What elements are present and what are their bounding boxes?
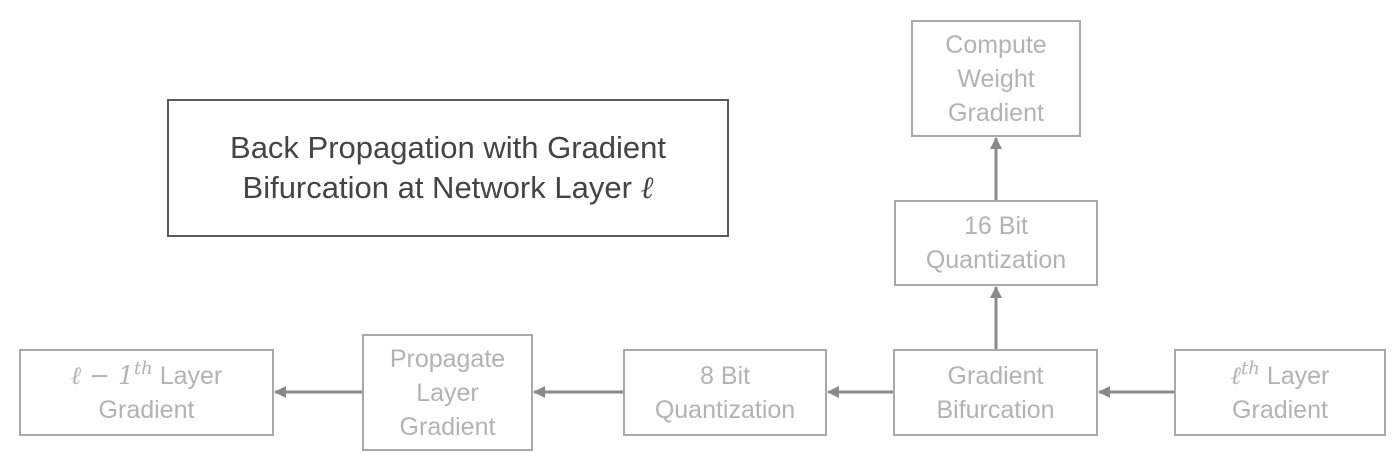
superscript-th: th: [133, 357, 153, 379]
node-label-line: 16 Bit: [964, 212, 1028, 240]
title-line-2-text: Bifurcation at Network Layer: [242, 170, 632, 205]
node-label-line: Gradient: [98, 395, 195, 424]
node-label-line: Compute: [945, 30, 1047, 59]
node-8bit-quantization: 8 Bit Quantization: [623, 349, 827, 436]
node-label-line: Quantization: [654, 395, 796, 424]
node-label-line: Bifurcation: [936, 395, 1055, 424]
node-label-line: Gradient: [947, 361, 1044, 390]
node-label-line: Weight: [957, 64, 1035, 93]
title-box: Back Propagation with Gradient Bifurcati…: [167, 99, 729, 237]
ell-minus-one-symbol: ℓ − 1th: [70, 357, 153, 390]
ell-minus-one-text: ℓ − 1: [70, 360, 134, 390]
node-label-line: ℓth Layer: [1231, 359, 1330, 393]
superscript-th: th: [1241, 357, 1260, 379]
node-propagate-layer-gradient: Propagate Layer Gradient: [362, 334, 533, 451]
node-label-line: Layer: [416, 378, 479, 407]
node-layer-l-minus-1-gradient: ℓ − 1th Layer Gradient: [19, 349, 274, 436]
node-gradient-bifurcation: Gradient Bifurcation: [893, 349, 1098, 436]
layer-word: Layer: [1266, 361, 1330, 390]
node-label-line: ℓ − 1th Layer: [71, 359, 223, 393]
title-line-2: Bifurcation at Network Layer ℓ: [243, 168, 654, 208]
node-label-line: Gradient: [399, 412, 496, 441]
ell-symbol: ℓth: [1230, 357, 1260, 390]
title-line-1: Back Propagation with Gradient: [230, 130, 666, 165]
layer-word: Layer: [159, 361, 223, 390]
title-ell-symbol: ℓ: [640, 170, 654, 206]
ell-symbol-text: ℓ: [1230, 360, 1242, 390]
node-label-line: Quantization: [925, 246, 1067, 274]
node-compute-weight-gradient: Compute Weight Gradient: [911, 20, 1081, 137]
node-layer-l-gradient: ℓth Layer Gradient: [1174, 349, 1386, 436]
node-16bit-quantization: 16 Bit Quantization: [894, 200, 1098, 286]
node-label-line: 8 Bit: [699, 361, 751, 390]
node-label-line: Propagate: [389, 344, 506, 373]
node-label-line: Gradient: [948, 98, 1044, 127]
node-label-line: Gradient: [1232, 395, 1328, 424]
